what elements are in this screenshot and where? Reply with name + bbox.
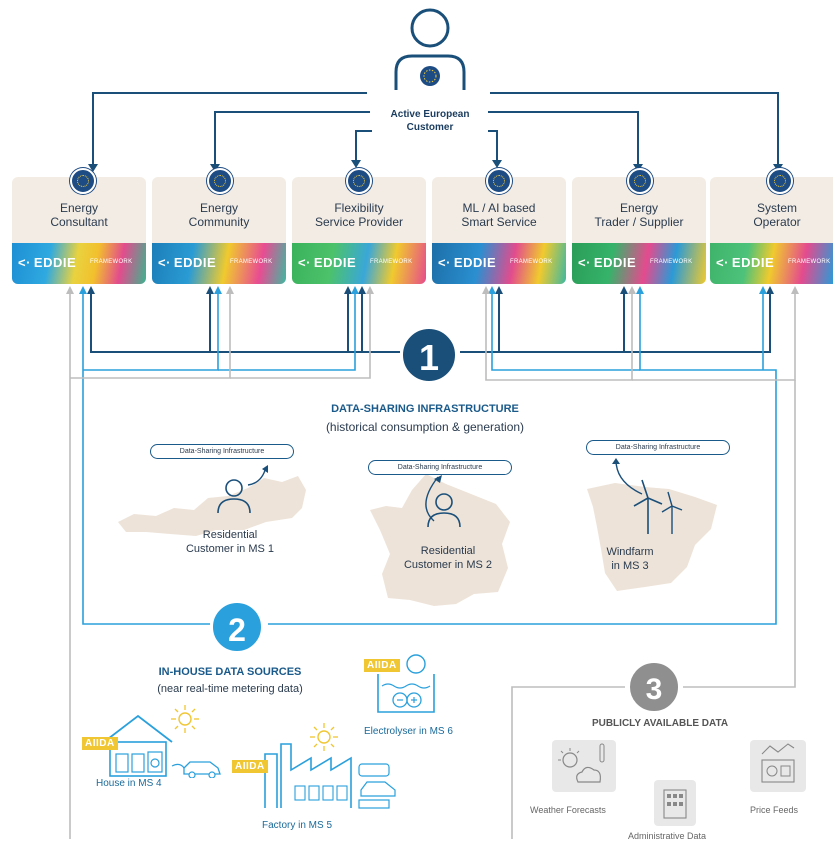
- eddie-arrow-icon: <·: [18, 255, 31, 270]
- eddie-brand: EDDIE: [593, 255, 637, 270]
- sun-icon: [171, 705, 199, 733]
- eddie-arrow-icon: <·: [578, 255, 591, 270]
- actor-card-ml-ai-smart-service: ML / AI based Smart Service <·EDDIE FRAM…: [432, 177, 566, 284]
- eddie-logo: <·EDDIE: [298, 255, 356, 270]
- aiida-badge: AIIDA: [364, 659, 400, 672]
- eddie-arrow-icon: <·: [716, 255, 729, 270]
- data-sharing-pill: Data-Sharing Infrastructure: [150, 444, 294, 459]
- source-label-weather: Weather Forecasts: [530, 805, 606, 815]
- price-feeds-icon: [750, 740, 806, 792]
- actor-card-energy-community: Energy Community <·EDDIE FRAMEWORK: [152, 177, 286, 284]
- framework-tag: FRAMEWORK: [90, 259, 133, 265]
- eddie-logo: <·EDDIE: [716, 255, 774, 270]
- section-2-badge: 2: [210, 600, 264, 654]
- austria-map: [118, 476, 306, 536]
- framework-tag: FRAMEWORK: [788, 259, 831, 265]
- admin-building-icon: [654, 780, 696, 826]
- eddie-arrow-icon: <·: [438, 255, 451, 270]
- actor-name: Flexibility Service Provider: [314, 201, 404, 229]
- section-1-title: DATA-SHARING INFRASTRUCTURE: [331, 403, 519, 415]
- actor-name: Energy Trader / Supplier: [594, 201, 684, 229]
- framework-band: [572, 243, 706, 284]
- person-icon: [425, 475, 461, 528]
- eu-flag-icon: [627, 168, 653, 194]
- map-label-ms2: Residential Customer in MS 2: [403, 545, 493, 571]
- spain-map: [587, 483, 717, 591]
- section-1-subtitle: (historical consumption & generation): [325, 420, 525, 434]
- customer-icon: [394, 8, 466, 90]
- eddie-brand: EDDIE: [453, 255, 497, 270]
- actor-card-flexibility-service-provider: Flexibility Service Provider <·EDDIE FRA…: [292, 177, 426, 284]
- eu-flag-icon: [346, 168, 372, 194]
- framework-band: [12, 243, 146, 284]
- eddie-brand: EDDIE: [731, 255, 775, 270]
- actor-name: System Operator: [753, 201, 801, 229]
- map-label-ms3: Windfarm in MS 3: [606, 546, 654, 572]
- eddie-brand: EDDIE: [33, 255, 77, 270]
- framework-tag: FRAMEWORK: [370, 259, 413, 265]
- actor-card-energy-consultant: Energy Consultant <·EDDIE FRAMEWORK: [12, 177, 146, 284]
- map-label-ms1: Residential Customer in MS 1: [185, 529, 275, 555]
- eddie-arrow-icon: <·: [298, 255, 311, 270]
- framework-tag: FRAMEWORK: [510, 259, 553, 265]
- eddie-logo: <·EDDIE: [18, 255, 76, 270]
- eddie-brand: EDDIE: [173, 255, 217, 270]
- france-map: [370, 474, 510, 606]
- eddie-logo: <·EDDIE: [158, 255, 216, 270]
- eddie-brand: EDDIE: [313, 255, 357, 270]
- weather-icon: [552, 740, 616, 792]
- data-sharing-pill: Data-Sharing Infrastructure: [368, 460, 512, 475]
- section-1-badge: 1: [400, 326, 458, 384]
- source-label-administrative: Administrative Data: [628, 831, 707, 841]
- framework-band: [432, 243, 566, 284]
- aiida-badge: AIIDA: [82, 737, 118, 750]
- source-label-price-feeds: Price Feeds: [750, 805, 799, 815]
- section-3-badge: 3: [627, 660, 681, 714]
- source-label-factory: Factory in MS 5: [262, 820, 333, 831]
- source-label-house: House in MS 4: [96, 778, 162, 789]
- section-3-title: PUBLICLY AVAILABLE DATA: [591, 718, 729, 729]
- house-icon: [103, 714, 221, 778]
- framework-band: [292, 243, 426, 284]
- electrolyser-icon: [377, 654, 435, 713]
- framework-tag: FRAMEWORK: [230, 259, 273, 265]
- data-sharing-pill: Data-Sharing Infrastructure: [586, 440, 730, 455]
- windmill-icon: [612, 458, 683, 534]
- eu-flag-icon: [767, 168, 793, 194]
- section-2-subtitle: (near real-time metering data): [157, 683, 303, 695]
- eu-flag-icon: [70, 168, 96, 194]
- eddie-logo: <·EDDIE: [438, 255, 496, 270]
- actor-name: Energy Consultant: [50, 201, 108, 229]
- actor-card-system-operator: System Operator <·EDDIE FRAMEWORK: [710, 177, 833, 284]
- actor-card-energy-trader-supplier: Energy Trader / Supplier <·EDDIE FRAMEWO…: [572, 177, 706, 284]
- factory-icon: [264, 743, 396, 809]
- eddie-logo: <·EDDIE: [578, 255, 636, 270]
- customer-label: Active European Customer: [360, 108, 500, 134]
- person-icon: [217, 465, 268, 514]
- framework-band: [710, 243, 833, 284]
- framework-tag: FRAMEWORK: [650, 259, 693, 265]
- eddie-arrow-icon: <·: [158, 255, 171, 270]
- aiida-badge: AIIDA: [232, 760, 268, 773]
- actor-name: ML / AI based Smart Service: [461, 201, 537, 229]
- sun-icon: [310, 723, 338, 751]
- framework-band: [152, 243, 286, 284]
- eu-flag-icon: [486, 168, 512, 194]
- eu-flag-icon: [207, 168, 233, 194]
- customer-label-line2: Customer: [406, 122, 454, 133]
- actor-name: Energy Community: [188, 201, 250, 229]
- source-label-electrolyser: Electrolyser in MS 6: [364, 726, 453, 737]
- customer-label-line1: Active European: [390, 109, 470, 120]
- section-2-title: IN-HOUSE DATA SOURCES: [158, 666, 302, 678]
